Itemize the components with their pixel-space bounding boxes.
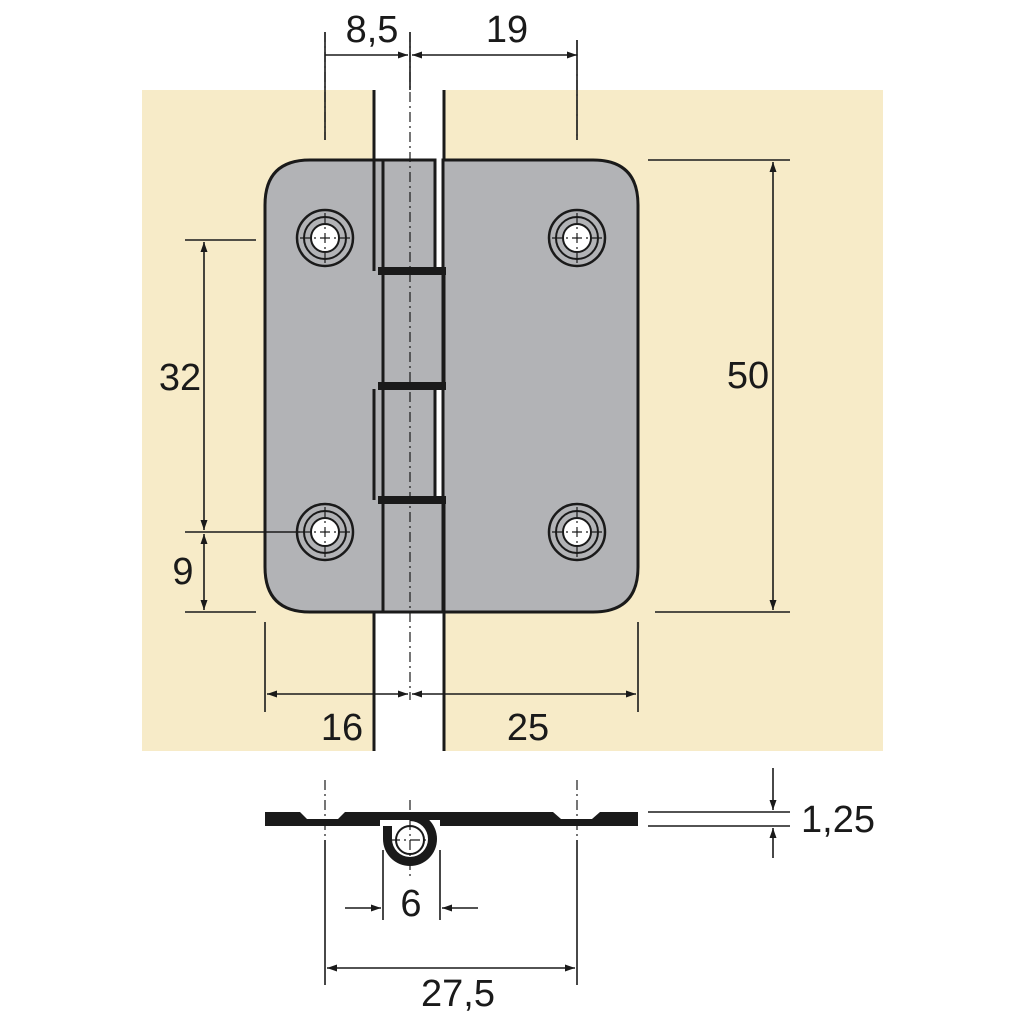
dim-top [324, 32, 578, 140]
right-leaf [441, 158, 640, 614]
knuckle-middle [381, 270, 445, 388]
dim-bottom-front [264, 622, 639, 712]
dim-total-height: 50 [727, 355, 769, 397]
dim-right-leaf-width: 25 [507, 707, 549, 749]
knuckle-bottom [381, 498, 445, 614]
dim-thickness-label: 1,25 [801, 799, 875, 841]
knuckle-joint-2 [378, 382, 446, 390]
dim-left-leaf-width: 16 [321, 707, 363, 749]
hinge-side-view [265, 780, 638, 880]
knuckle-joint-1 [378, 267, 446, 275]
dim-hole-spacing-horizontal: 27,5 [421, 973, 495, 1015]
knuckle-lower [381, 384, 437, 502]
side-countersink-left [300, 812, 345, 819]
hinge-front-view [263, 158, 640, 614]
dim-right [648, 159, 790, 613]
dim-thickness [648, 768, 790, 858]
side-leaf [265, 812, 638, 826]
dim-knuckle [345, 850, 478, 920]
dim-knuckle-offset: 8,5 [346, 9, 399, 51]
side-knuckle [383, 812, 437, 866]
dim-hole-to-edge-top: 19 [486, 9, 528, 51]
knuckle-top [381, 158, 437, 272]
knuckle-joint-3 [378, 496, 446, 504]
dim-hole-to-bottom: 9 [172, 551, 193, 593]
left-leaf [263, 158, 385, 614]
dim-hole-spacing-vertical: 32 [159, 357, 201, 399]
dim-left [185, 239, 300, 613]
dim-hole-spacing-h [324, 840, 578, 985]
dim-knuckle-diameter: 6 [400, 883, 421, 925]
